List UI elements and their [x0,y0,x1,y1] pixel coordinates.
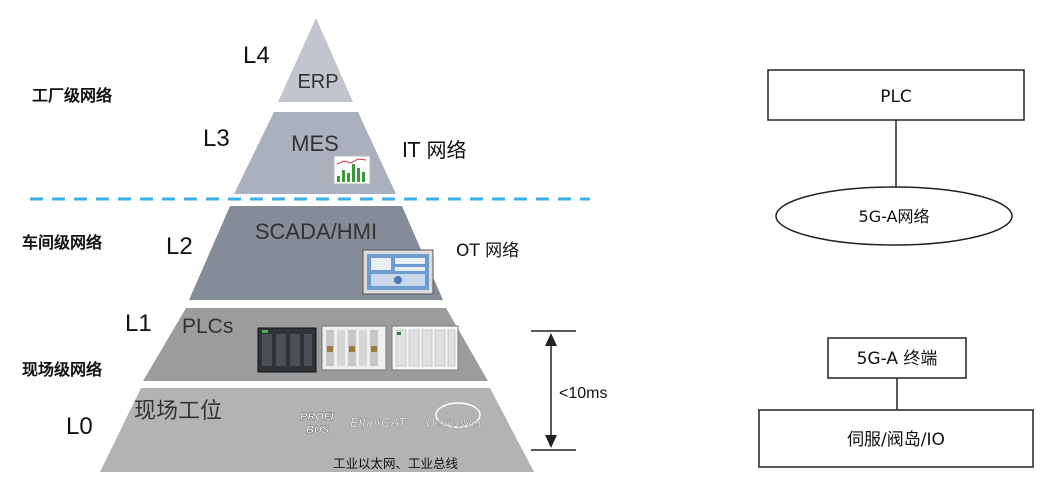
latency-arrow [531,330,576,451]
plc-hardware-dark-icon [257,327,317,373]
ot-network-label: OT 网络 [456,241,519,261]
profibus-logo: PROFI BUS [300,411,335,436]
svg-text:DeviceNet: DeviceNet [426,416,482,430]
mes-chart-icon [333,155,371,185]
pyramid-tier-l4 [278,18,353,102]
tier-name-erp: ERP [297,71,338,93]
plc-box-label: PLC [880,87,912,107]
network-ellipse [775,186,1013,246]
ethercat-logo: EtherCAT [350,415,407,430]
tier-name-scada-hmi: SCADA/HMI [255,219,377,244]
level-id-l4: L4 [243,42,270,69]
zone-label-field: 现场级网络 [22,360,102,379]
devicenet-logo: DeviceNet [426,402,482,430]
zone-label-workshop: 车间级网络 [22,233,102,252]
devices-box [758,409,1034,468]
it-network-label: IT 网络 [402,138,466,162]
plc-hardware-modules-icon [321,325,387,371]
svg-text:BUS: BUS [306,424,330,436]
svg-text:PROFI: PROFI [300,411,335,423]
hmi-screen-icon [362,249,434,295]
plc-hardware-rack-icon [391,325,459,371]
level-id-l1: L1 [125,310,152,337]
tier-name-field-station: 现场工位 [134,398,222,423]
pyramid-tier-l0 [100,388,534,472]
terminal-box [827,337,967,379]
level-id-l0: L0 [66,413,93,440]
level-id-l2: L2 [166,233,193,260]
tier-name-plcs: PLCs [182,315,233,338]
tier-name-mes: MES [291,131,339,156]
devices-box-label: 伺服/阀岛/IO [847,430,945,450]
latency-label: <10ms [559,385,607,402]
network-ellipse-label: 5G-A网络 [859,207,930,226]
industrial-bus-label: 工业以太网、工业总线 [333,456,459,471]
terminal-box-label: 5G-A 终端 [857,349,938,369]
level-id-l3: L3 [203,125,230,152]
zone-label-factory: 工厂级网络 [32,86,112,105]
